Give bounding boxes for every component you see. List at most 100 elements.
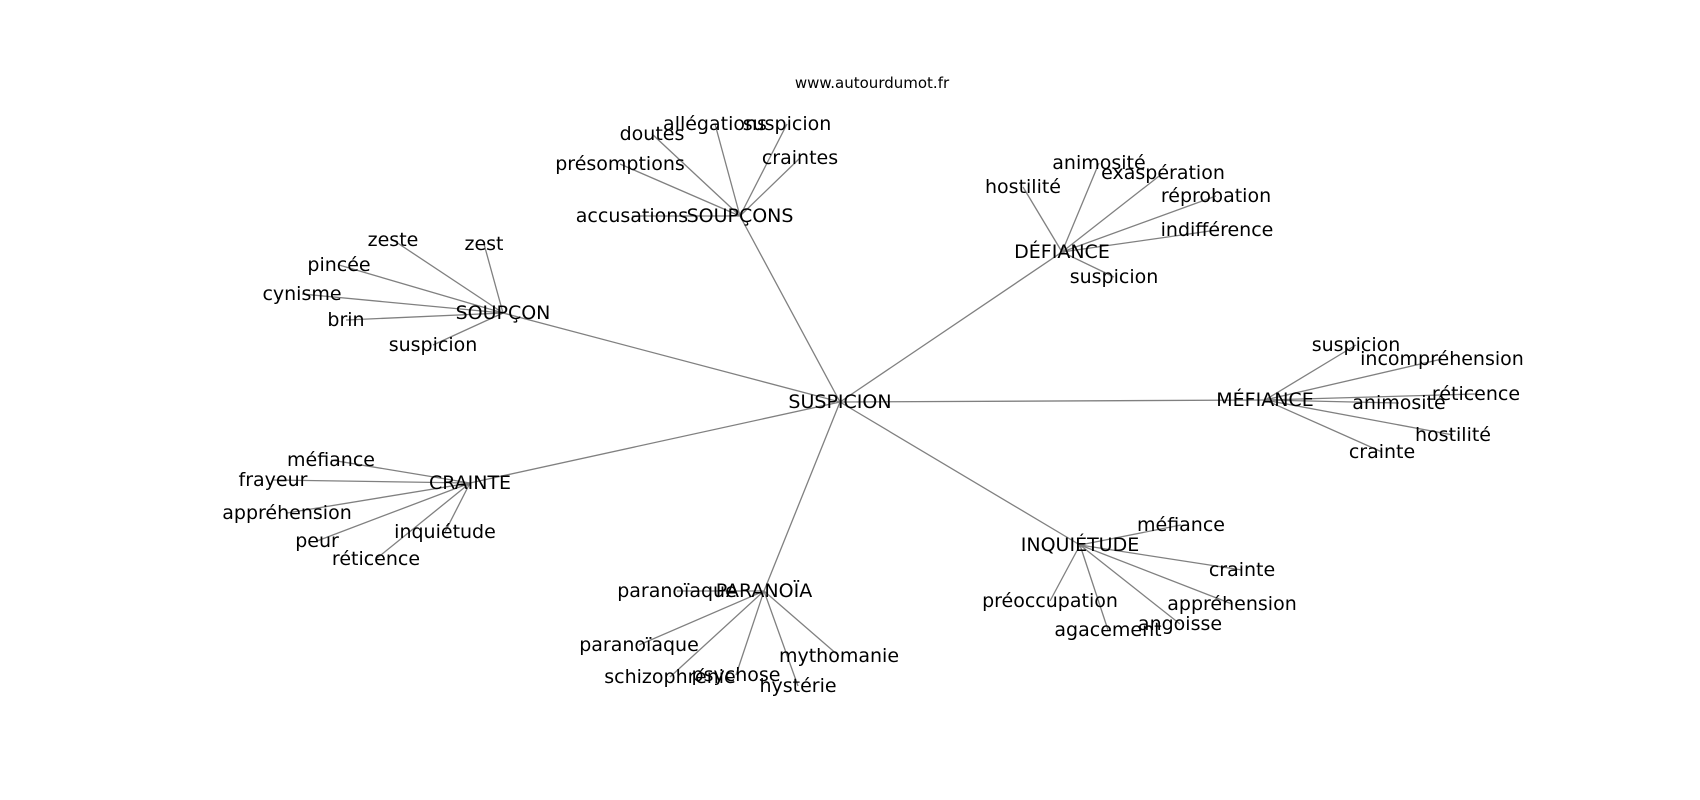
leaf-node-zeste[interactable]: zeste — [368, 229, 419, 251]
edge-soupcon-cynisme — [301, 293, 504, 314]
leaf-node-reticence[interactable]: réticence — [1432, 383, 1520, 405]
leaf-node-indifference[interactable]: indifférence — [1161, 219, 1274, 241]
edge-mefiance-reticence — [1264, 393, 1477, 401]
edge-soupcon-zeste — [392, 239, 504, 314]
leaf-node-animosite[interactable]: animosité — [1052, 152, 1145, 174]
edge-root-defiance — [839, 251, 1063, 403]
edge-root-soupcon — [502, 312, 841, 403]
leaf-node-brin[interactable]: brin — [327, 309, 364, 331]
edge-defiance-animosite — [1061, 162, 1100, 253]
edge-defiance-exasperation — [1061, 172, 1164, 253]
leaf-node-apprehension[interactable]: appréhension — [222, 502, 351, 524]
hub-node-soupcon[interactable]: SOUPÇON — [456, 302, 551, 324]
edge-inquietude-angoisse — [1079, 544, 1181, 625]
leaf-node-reticence[interactable]: réticence — [332, 548, 420, 570]
edge-paranoia-paranoiaque — [638, 590, 765, 646]
edge-crainte-apprehension — [286, 482, 471, 514]
leaf-node-hostilite[interactable]: hostilité — [985, 176, 1061, 198]
leaf-node-mefiance[interactable]: méfiance — [1137, 514, 1225, 536]
leaf-node-crainte[interactable]: crainte — [1349, 441, 1415, 463]
leaf-node-exasperation[interactable]: exaspération — [1101, 162, 1225, 184]
leaf-node-hostilite[interactable]: hostilité — [1415, 424, 1491, 446]
edge-soupcon-suspicion — [432, 312, 504, 346]
leaf-node-psychose[interactable]: psychose — [692, 664, 781, 686]
edge-mefiance-animosite — [1264, 399, 1400, 404]
edge-crainte-inquietude — [444, 482, 471, 533]
leaf-node-incomprehension[interactable]: incompréhension — [1360, 348, 1524, 370]
hub-node-defiance[interactable]: DÉFIANCE — [1014, 240, 1110, 263]
edge-root-inquietude — [839, 401, 1081, 546]
leaf-node-doutes[interactable]: doutes — [620, 123, 685, 145]
edge-paranoia-schizophrenie — [669, 590, 765, 678]
leaf-node-suspicion[interactable]: suspicion — [1312, 334, 1401, 356]
edge-soupcons-presomptions — [619, 163, 741, 217]
leaf-node-suspicion[interactable]: suspicion — [743, 113, 832, 135]
leaf-node-reprobation[interactable]: réprobation — [1161, 185, 1271, 207]
edge-paranoia-mythomanie — [763, 590, 840, 657]
edge-crainte-peur — [316, 482, 471, 542]
hub-node-soupcons[interactable]: SOUPÇONS — [687, 205, 794, 227]
edge-paranoia-psychose — [735, 590, 765, 676]
edge-paranoia-hysterie — [763, 590, 799, 687]
leaf-node-inquietude[interactable]: inquiétude — [394, 521, 496, 543]
leaf-node-angoisse[interactable]: angoisse — [1138, 613, 1222, 635]
edge-crainte-mefiance — [330, 459, 471, 484]
source-label: www.autourdumot.fr — [795, 74, 950, 92]
leaf-node-frayeur[interactable]: frayeur — [239, 469, 308, 491]
leaf-node-animosite[interactable]: animosité — [1352, 392, 1445, 414]
leaf-node-peur[interactable]: peur — [295, 530, 339, 552]
leaf-node-preoccupation[interactable]: préoccupation — [982, 590, 1118, 612]
edge-root-paranoia — [763, 401, 841, 592]
edge-inquietude-preoccupation — [1049, 544, 1081, 602]
edge-root-mefiance — [839, 399, 1266, 403]
edge-soupcon-brin — [345, 312, 504, 321]
leaf-node-apprehension[interactable]: appréhension — [1167, 593, 1296, 615]
edge-inquietude-mefiance — [1079, 524, 1182, 546]
edge-crainte-frayeur — [272, 479, 471, 484]
hub-node-inquietude[interactable]: INQUIÉTUDE — [1021, 533, 1139, 556]
leaf-node-suspicion[interactable]: suspicion — [1070, 266, 1159, 288]
edge-crainte-reticence — [375, 482, 471, 560]
edge-soupcons-suspicion — [739, 123, 788, 217]
hub-node-crainte[interactable]: CRAINTE — [429, 472, 511, 494]
leaf-node-hysterie[interactable]: hystérie — [759, 675, 836, 697]
leaf-node-suspicion[interactable]: suspicion — [389, 334, 478, 356]
leaf-node-accusations[interactable]: accusations — [576, 205, 688, 227]
edges-layer — [272, 123, 1477, 687]
edge-mefiance-incomprehension — [1264, 358, 1443, 401]
leaf-node-paranoiaque[interactable]: paranoïaque — [617, 580, 737, 602]
edge-mefiance-hostilite — [1264, 399, 1454, 436]
edge-inquietude-apprehension — [1079, 544, 1233, 605]
edge-soupcon-pincee — [338, 264, 504, 314]
edge-inquietude-crainte — [1079, 544, 1243, 571]
leaf-node-mythomanie[interactable]: mythomanie — [779, 645, 899, 667]
edge-defiance-suspicion — [1061, 251, 1115, 278]
leaf-node-schizophrenie[interactable]: schizophrénie — [604, 666, 735, 688]
leaf-node-zest[interactable]: zest — [464, 233, 503, 255]
leaf-node-presomptions[interactable]: présomptions — [555, 153, 685, 175]
leaf-node-craintes[interactable]: craintes — [762, 147, 838, 169]
edge-soupcons-doutes — [651, 133, 741, 217]
root-node-label[interactable]: SUSPICION — [788, 391, 891, 413]
hub-node-paranoia[interactable]: PARANOÏA — [716, 579, 812, 602]
edge-inquietude-agacement — [1079, 544, 1109, 631]
leaf-node-mefiance[interactable]: méfiance — [287, 449, 375, 471]
leaf-node-allegations[interactable]: allégations — [663, 113, 767, 135]
edge-root-soupcons — [739, 215, 841, 403]
edge-mefiance-suspicion — [1264, 344, 1357, 401]
edge-soupcons-allegations — [714, 123, 741, 217]
leaf-node-paranoiaque[interactable]: paranoïaque — [579, 634, 699, 656]
edge-defiance-hostilite — [1022, 186, 1063, 253]
leaf-node-pincee[interactable]: pincée — [307, 254, 370, 276]
edge-soupcon-zest — [483, 243, 504, 314]
edge-root-crainte — [469, 401, 841, 484]
edge-defiance-reprobation — [1061, 195, 1217, 253]
hub-node-mefiance[interactable]: MÉFIANCE — [1216, 388, 1313, 411]
labels-layer: SUSPICIONSOUPÇONSdoutesallégationssuspic… — [222, 113, 1524, 697]
edge-mefiance-crainte — [1264, 399, 1383, 453]
leaf-node-agacement[interactable]: agacement — [1054, 619, 1161, 641]
edge-soupcons-craintes — [739, 157, 801, 217]
leaf-node-cynisme[interactable]: cynisme — [262, 283, 341, 305]
leaf-node-crainte[interactable]: crainte — [1209, 559, 1275, 581]
